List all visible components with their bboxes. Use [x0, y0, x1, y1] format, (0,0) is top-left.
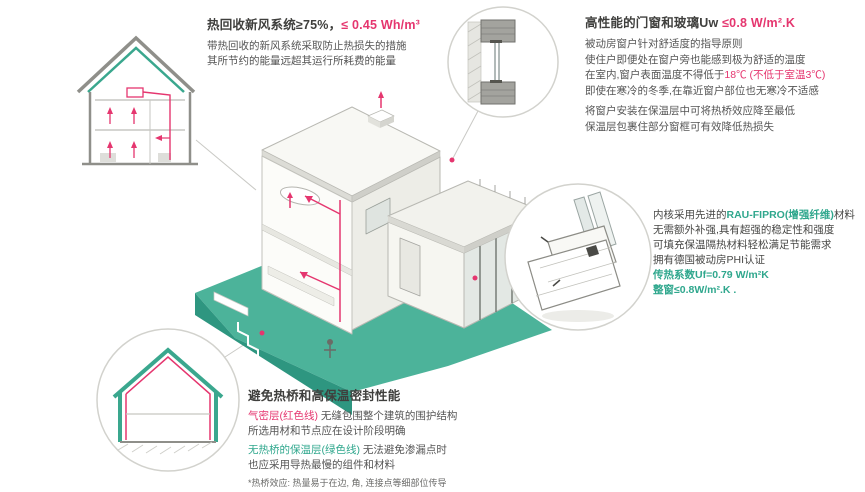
garden-wall	[213, 291, 249, 317]
insulation-line	[118, 392, 218, 442]
profile-brand: RAU-FIPRO(增强纤维)	[726, 209, 834, 221]
annotation-windows: 高性能的门窗和玻璃Uw ≤0.8 W/m².K 被动房窗户针对舒适度的指导原则 …	[585, 12, 860, 135]
ground-hatch	[117, 441, 213, 455]
insulation-line	[112, 347, 224, 399]
hrv-body-line: 带热回收的新风系统采取防止热损失的措施	[207, 40, 407, 52]
door	[399, 237, 421, 297]
thermal-title: 避免热桥和高保温密封性能	[248, 389, 401, 403]
hrv-body: 带热回收的新风系统采取防止热损失的措施 其所节约的能量远超其运行所耗费的能量	[207, 39, 507, 69]
profile-shadow	[542, 310, 614, 322]
profile-body-line: 拥有德国被动房PHI认证	[653, 254, 766, 266]
windows-body-line: 在室内,窗户表面温度不得低于18℃ (不低于室温3℃)	[585, 68, 860, 84]
frame-profile	[527, 239, 621, 311]
windows-title-value: ≤0.8 W/m².K	[722, 16, 796, 30]
roof-railing	[479, 179, 539, 209]
wall-hatch	[467, 23, 482, 101]
hrv-title-value: ≤ 0.45 Wh/m³	[341, 18, 420, 32]
thermal-line1-rest: 无缝包围整个建筑的围护结构	[318, 410, 458, 422]
profile-uw-value: 整窗≤0.8W/m².K .	[653, 284, 737, 296]
profile-body-line: 可填充保温隔热材料轻松满足节能需求	[653, 239, 832, 251]
roof-vent	[367, 91, 395, 128]
windows-body-line: 将窗户安装在保温层中可将热桥效应降至最低	[585, 105, 795, 117]
profile-body-line: 无需额外补强,具有超强的稳定性和强度	[653, 224, 835, 236]
annotation-hrv: 热回收新风系统≥75%，≤ 0.45 Wh/m³ 带热回收的新风系统采取防止热损…	[207, 14, 507, 69]
airtight-line	[125, 356, 211, 440]
frame-bottom	[480, 81, 516, 105]
hrv-house-illustration	[76, 35, 198, 166]
ventilation-ducts	[287, 192, 341, 322]
windows-body-line: 保温层包裹住部分窗框可有效降低热损失	[585, 120, 774, 133]
hrv-title-text: 热回收新风系统≥75%，	[207, 18, 342, 32]
annotation-thermal: 避免热桥和高保温密封性能 气密层(红色线) 无缝包围整个建筑的围护结构 所选用材…	[248, 385, 558, 491]
thermal-airtight-label: 气密层(红色线)	[248, 410, 318, 422]
profile-uf-value: 传热系数Uf=0.79 W/m²K	[653, 269, 769, 281]
window-profile-illustration	[504, 183, 652, 331]
thermal-body: 气密层(红色线) 无缝包围整个建筑的围护结构 所选用材和节点应在设计阶段明确 无…	[248, 409, 558, 491]
windows-body: 被动房窗户针对舒适度的指导原则 使住户即便处在窗户旁也能感到极为舒适的温度 在室…	[585, 37, 860, 135]
main-house-illustration	[259, 91, 543, 358]
hrv-body-line: 其所节约的能量远超其运行所耗费的能量	[207, 55, 396, 67]
profile-body-line: 内核采用先进的RAU-FIPRO(增强纤维)材料	[653, 208, 865, 223]
thermal-body-line: 也应采用导热最慢的组件和材料	[248, 458, 395, 471]
window-section-illustration	[447, 6, 559, 118]
windows-title-text: 高性能的门窗和玻璃Uw	[585, 16, 723, 30]
thermal-body-line: 气密层(红色线) 无缝包围整个建筑的围护结构	[248, 409, 558, 424]
glass-wing	[387, 179, 543, 329]
windows-line3-value: 18℃ (不低于室温3℃)	[724, 69, 826, 81]
garden-stairs	[237, 322, 269, 365]
gasket	[586, 245, 599, 257]
thermal-bridge-illustration	[96, 328, 240, 472]
thermal-body-line: 所选用材和节点应在设计阶段明确	[248, 424, 406, 437]
person-figure	[324, 339, 336, 358]
window-mullions	[479, 223, 529, 320]
cutaway-face	[261, 155, 353, 335]
hrv-title: 热回收新风系统≥75%，≤ 0.45 Wh/m³	[207, 14, 507, 33]
windows-body-line: 即使在寒冷的冬季,在靠近窗户部位也无寒冷不适感	[585, 84, 819, 97]
thermal-body-line: 无热桥的保温层(绿色线) 无法避免渗漏点时	[248, 443, 558, 458]
windows-line3-text: 在室内,窗户表面温度不得低于	[585, 69, 725, 81]
gasket	[540, 236, 561, 287]
chamber-lines	[535, 246, 617, 297]
thermal-line3-rest: 无法避免渗漏点时	[360, 444, 447, 456]
highlight-dots	[259, 157, 478, 336]
annotation-profile: 内核采用先进的RAU-FIPRO(增强纤维)材料 无需额外补强,具有超强的稳定性…	[653, 208, 865, 298]
windows-title: 高性能的门窗和玻璃Uw ≤0.8 W/m².K	[585, 12, 860, 31]
furniture	[100, 153, 116, 162]
hrv-unit-and-ducts	[107, 87, 171, 160]
thermal-footnote: *热桥效应: 热量易于在边, 角, 连接点等细部位传导	[248, 478, 447, 488]
furniture	[158, 153, 171, 162]
kitchen-counter	[267, 265, 335, 307]
windows-body-line: 被动房窗户针对舒适度的指导原则	[585, 38, 743, 50]
profile-line1-end: 材料	[833, 209, 855, 221]
thermal-insulation-label: 无热桥的保温层(绿色线)	[248, 444, 360, 456]
glazing	[494, 42, 500, 82]
windows-body-line: 使住户即便处在窗户旁也能感到极为舒适的温度	[585, 53, 806, 66]
profile-body: 内核采用先进的RAU-FIPRO(增强纤维)材料 无需额外补强,具有超强的稳定性…	[653, 208, 865, 298]
profile-line1-text: 内核采用先进的	[653, 209, 727, 221]
floor-slab	[261, 223, 353, 277]
